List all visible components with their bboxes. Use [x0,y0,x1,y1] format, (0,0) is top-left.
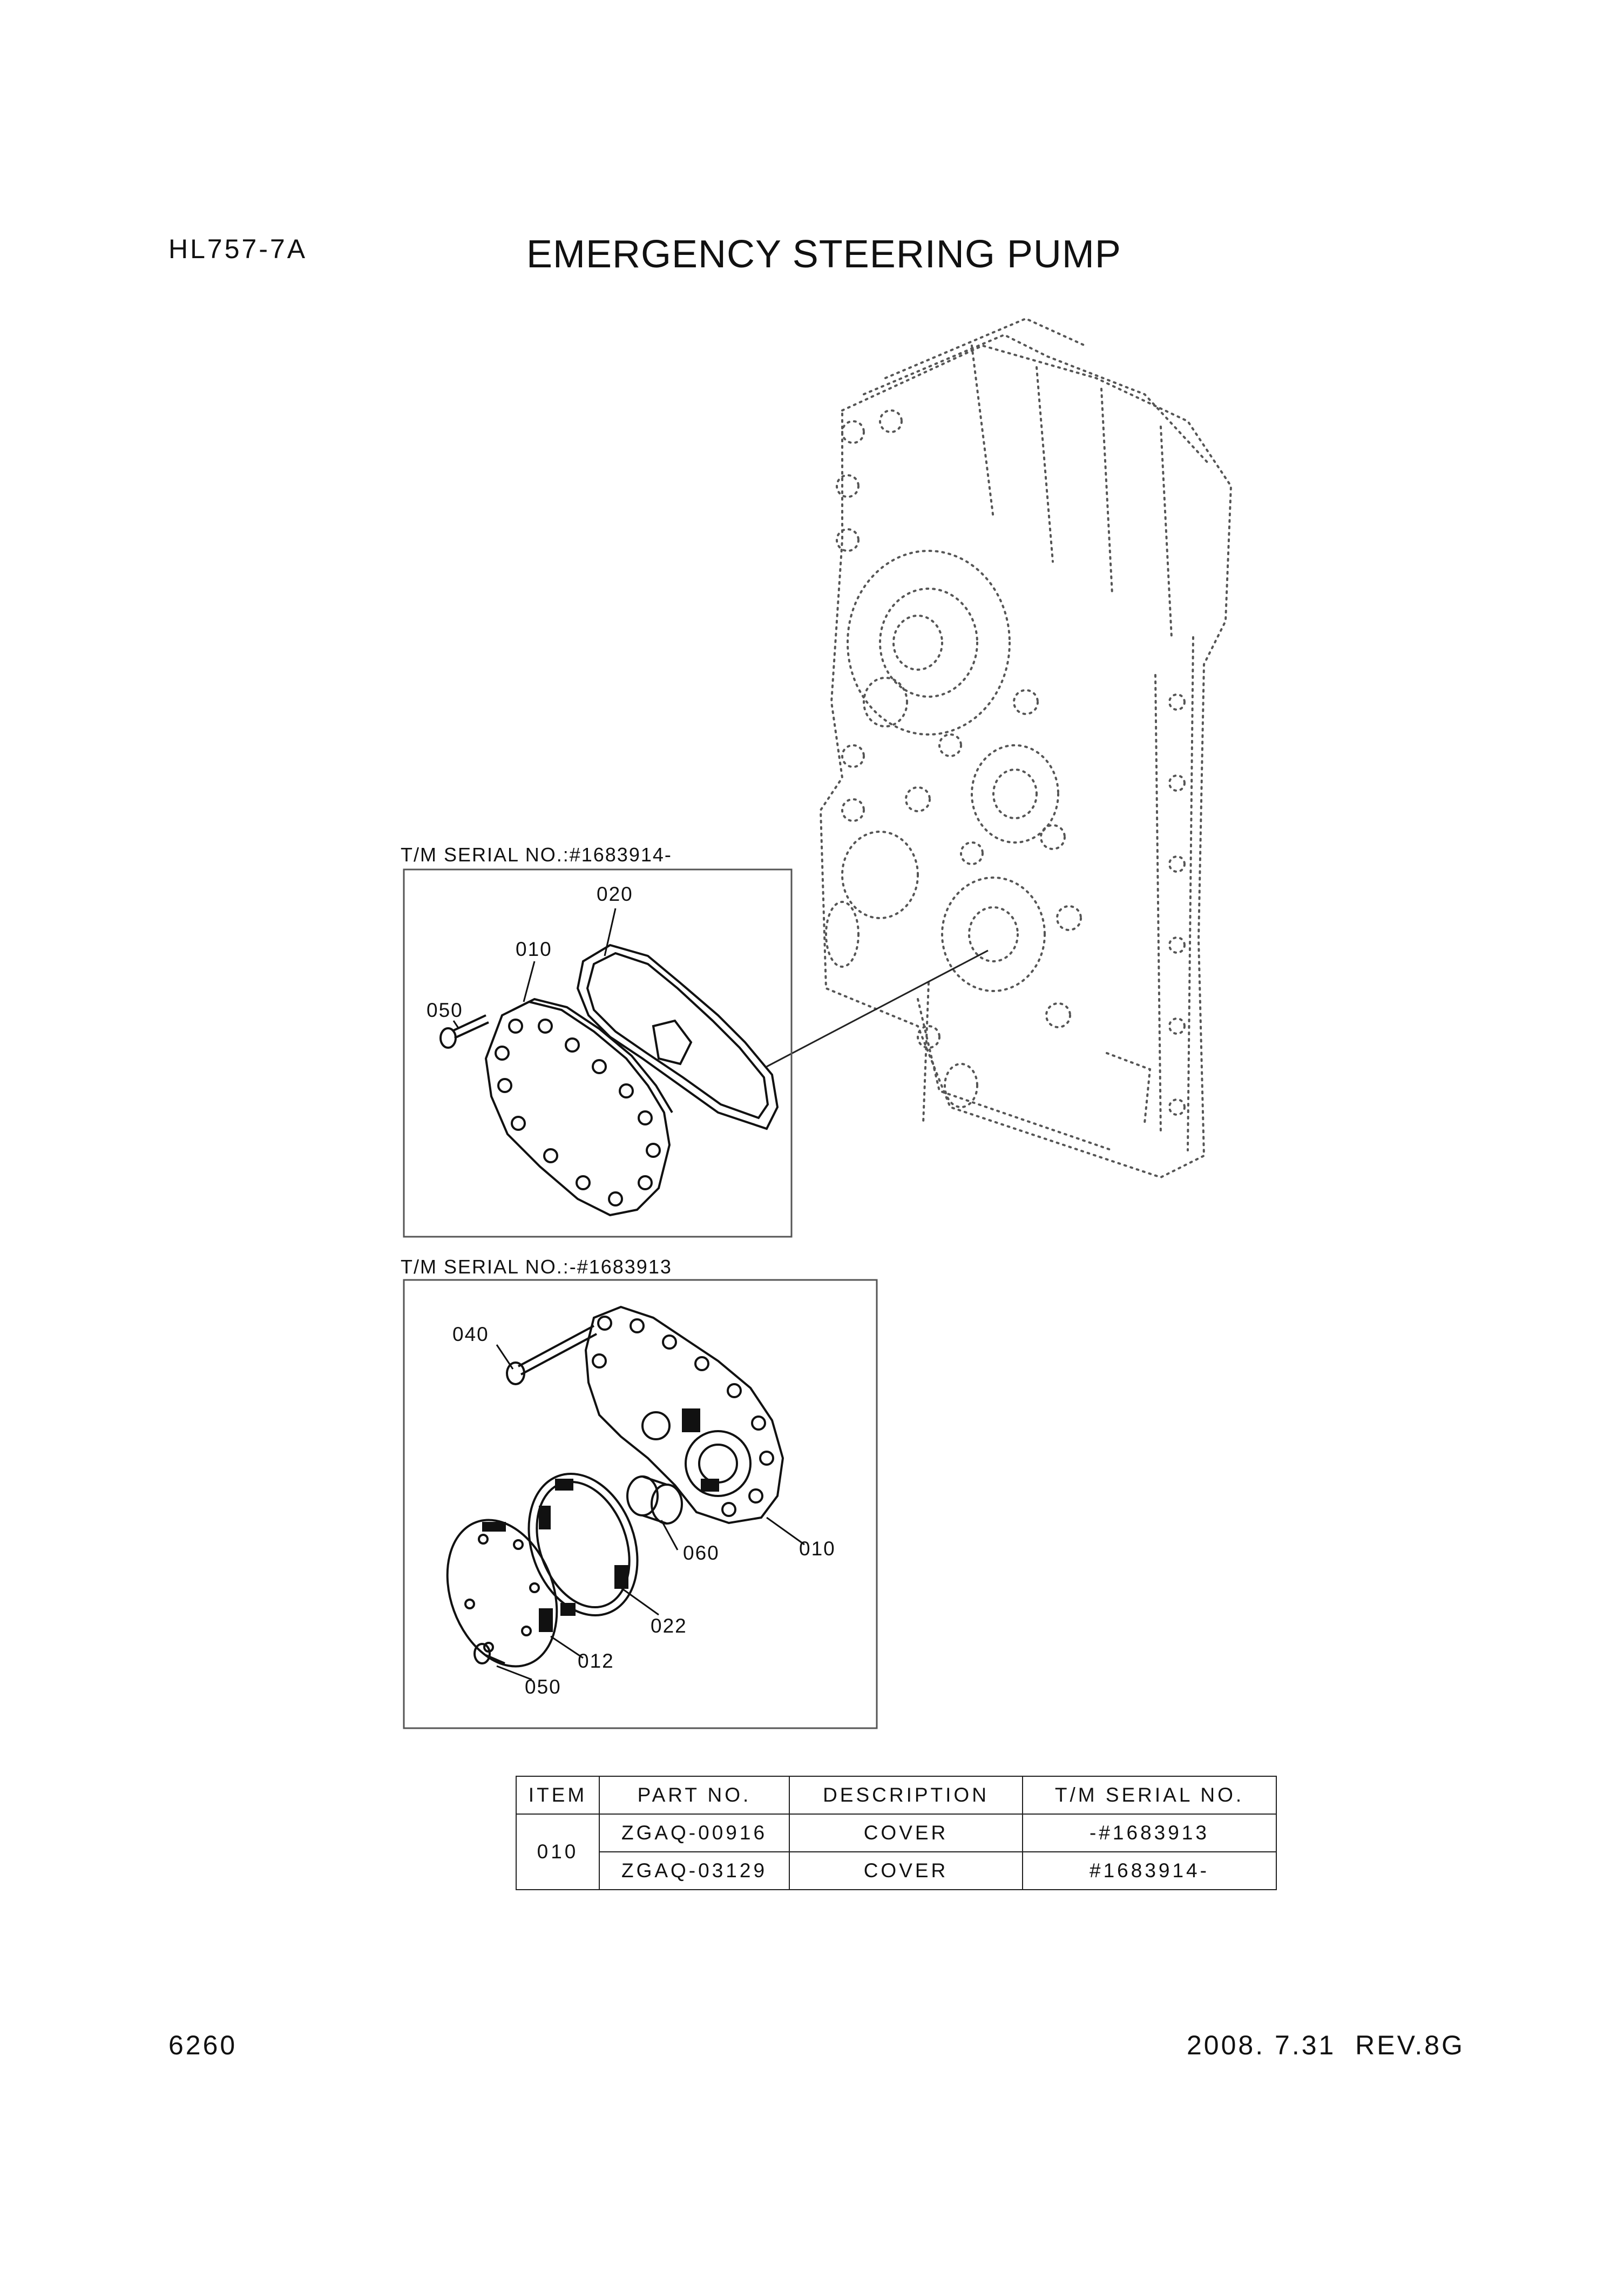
callout-022: 022 [651,1615,687,1637]
lower-serial-label: T/M SERIAL NO.:-#1683913 [401,1256,672,1278]
bolt-050-lower [473,1643,505,1664]
col-item: ITEM [516,1776,600,1815]
table-row: 010 ZGAQ-00916 COVER -#1683913 [516,1814,1277,1890]
callout-010-upper: 010 [516,938,552,960]
col-description: DESCRIPTION [789,1776,1023,1815]
cover-010-upper [484,997,673,1217]
leader-line [766,949,989,1068]
callout-012: 012 [578,1650,614,1672]
part-no-cell: ZGAQ-00916 [599,1814,790,1852]
col-serial: T/M SERIAL NO. [1022,1776,1277,1815]
description-cell: COVER [789,1851,1023,1890]
description-cell: COVER [789,1814,1023,1852]
bolt-040 [506,1325,597,1385]
part-no-cell: ZGAQ-03129 [599,1851,790,1890]
gasket-020 [576,943,779,1130]
col-part-no: PART NO. [599,1776,790,1815]
lower-detail-box [403,1279,878,1729]
upper-detail-box [403,868,793,1238]
pump-body-010 [584,1305,784,1525]
callout-050-lower: 050 [525,1676,561,1698]
date-revision: 2008. 7.31 REV.8G [1187,2030,1465,2060]
serial-cell: #1683914- [1022,1851,1277,1890]
page-number: 6260 [168,2030,238,2060]
callout-040: 040 [452,1323,489,1345]
callout-060: 060 [683,1542,720,1564]
table-row: ZGAQ-03129 COVER #1683914- [516,1851,1277,1890]
upper-serial-label: T/M SERIAL NO.:#1683914- [401,844,672,866]
table-header-row: ITEM PART NO. DESCRIPTION T/M SERIAL NO. [516,1776,1277,1815]
model-code: HL757-7A [168,234,308,264]
callout-020: 020 [597,883,633,905]
item-cell: 010 [516,1814,600,1890]
parts-table: ITEM PART NO. DESCRIPTION T/M SERIAL NO.… [516,1776,1277,1890]
callout-010-lower: 010 [799,1538,836,1560]
serial-cell: -#1683913 [1022,1814,1277,1852]
cover-012 [446,1519,558,1668]
callout-050-upper: 050 [427,999,463,1021]
page-title: EMERGENCY STEERING PUMP [526,233,1121,276]
callout-leaders [452,908,805,1681]
transmission-housing [819,317,1233,1179]
